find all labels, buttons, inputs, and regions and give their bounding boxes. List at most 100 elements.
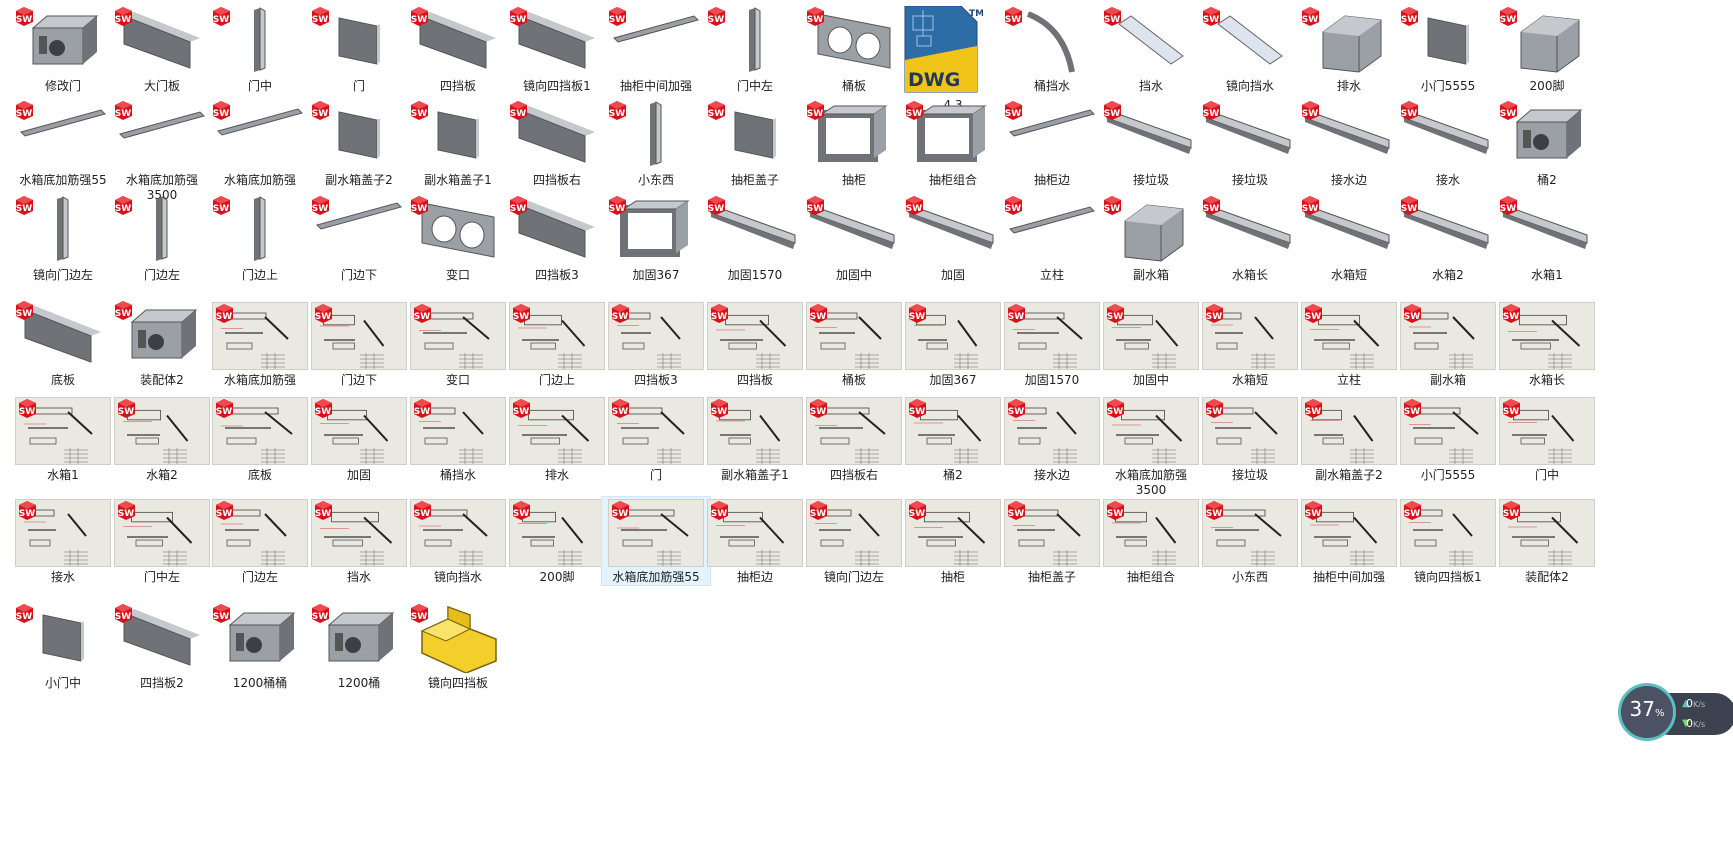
network-monitor-widget[interactable]: 37% ▲ 0K/s ▼ 0K/s	[1618, 683, 1733, 745]
